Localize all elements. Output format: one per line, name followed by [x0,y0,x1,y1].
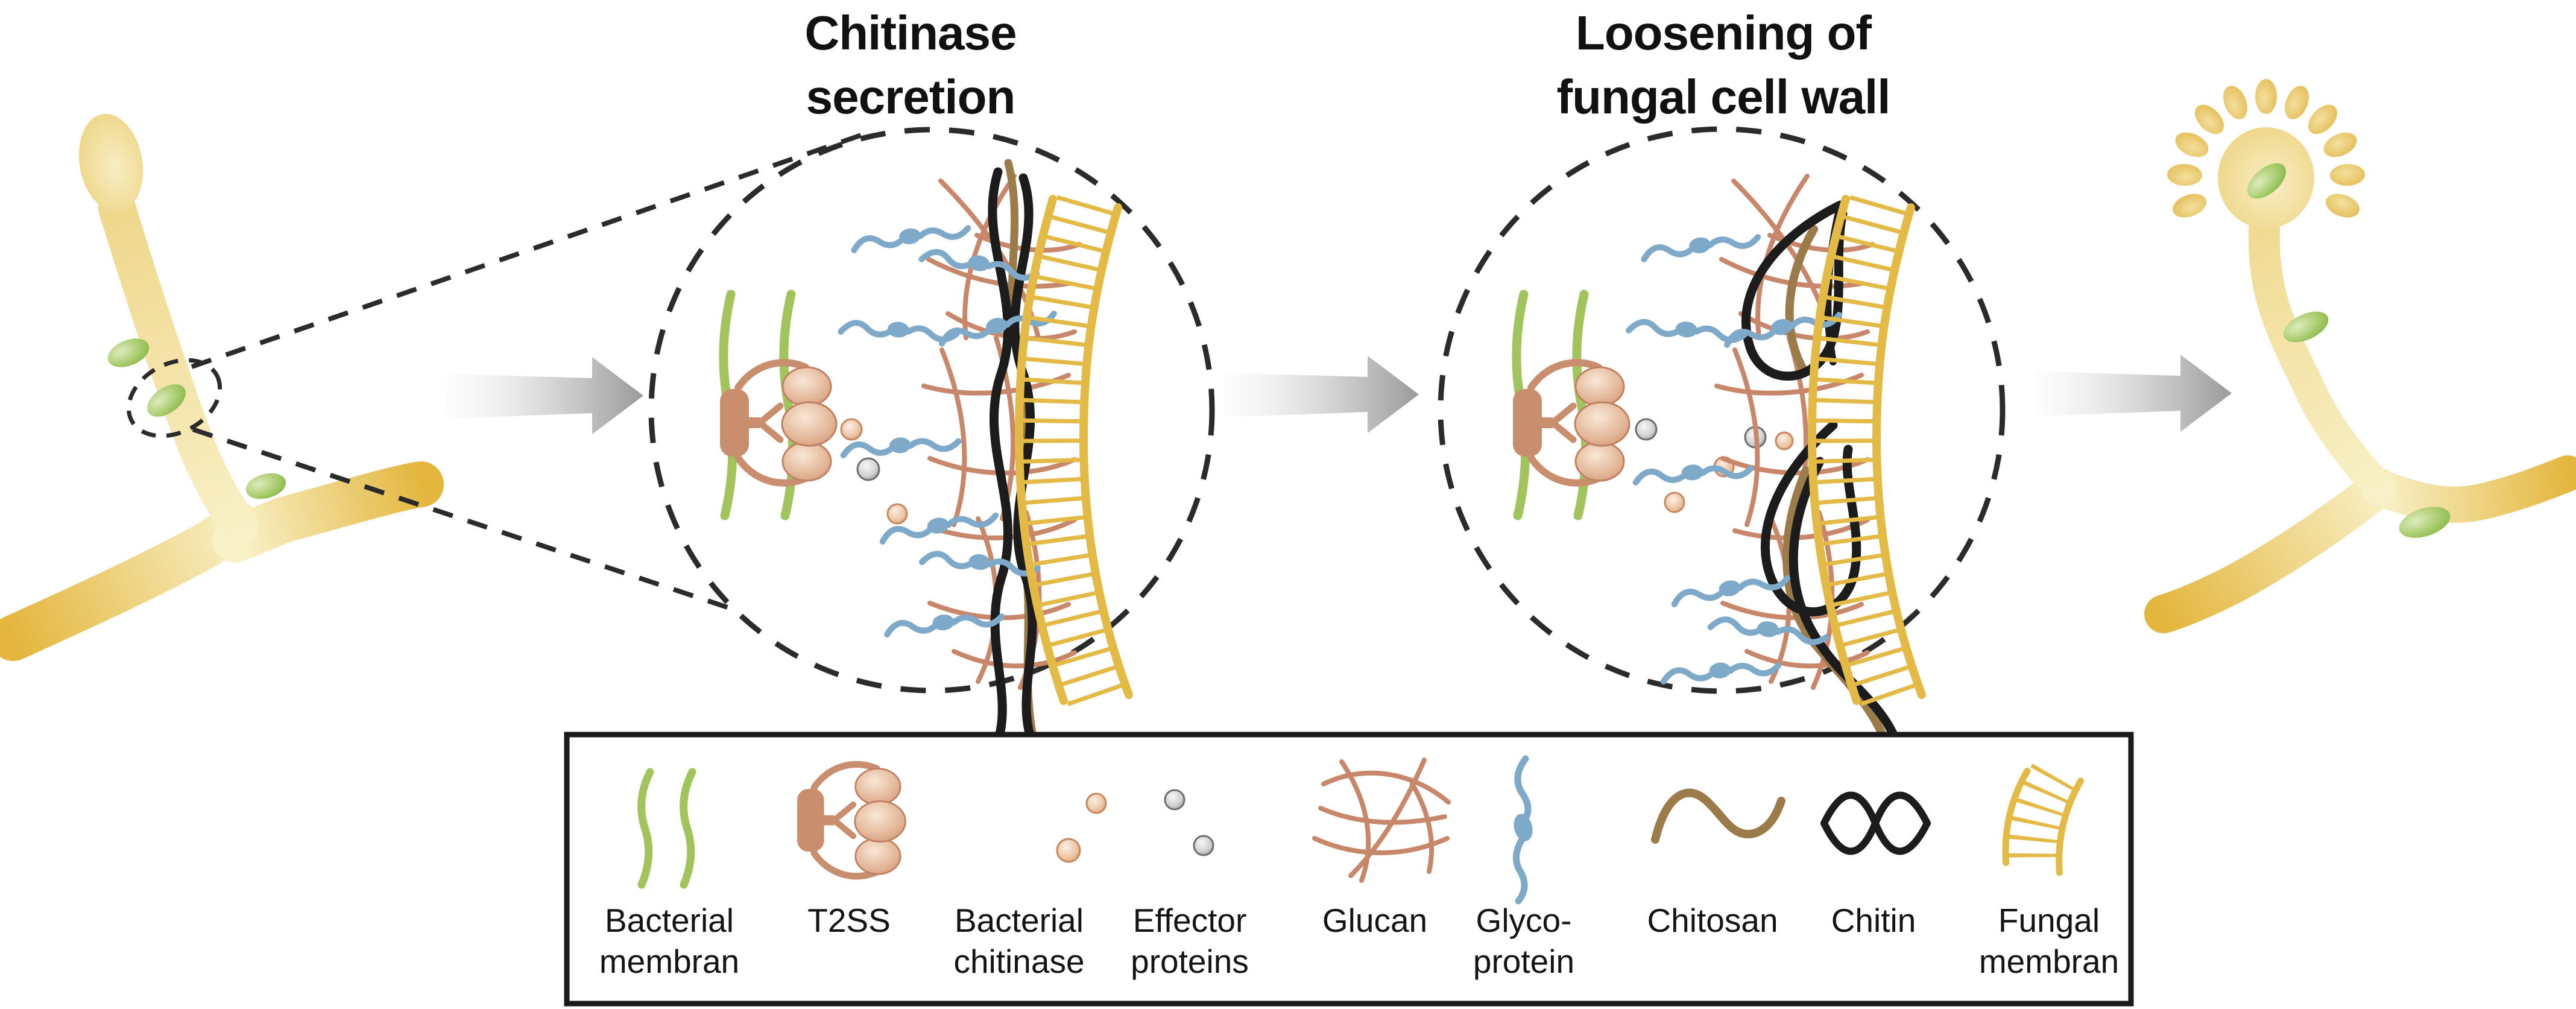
legend-label-chitosan: Chitosan [1647,902,1778,939]
step-title-wall-loosening: Loosening of fungal cell wall [1470,1,1977,129]
effector-proteins-icon [1164,789,1214,856]
glucan-icon [1312,758,1451,883]
fungal-hypha-right [2144,79,2576,633]
bacterial-chitinase-dot [840,418,863,441]
chitosan-icon [1651,788,1785,844]
legend-label-glycoprotein: Glyco-protein [1473,902,1575,980]
legend [564,732,2134,1007]
endobacterium [107,338,150,367]
bacterial-chitinase-dot [886,503,908,525]
flow-arrow-2 [1223,356,1419,433]
zoom-callout [126,130,894,665]
legend-label-glucan: Glucan [1322,902,1428,939]
step-title-chitinase-secretion: Chitinase secretion [699,1,1122,129]
endobacterium [147,384,186,417]
effector-protein-dot [856,457,880,481]
endobacterium [2283,311,2329,343]
endobacterium [245,473,286,499]
zoom-circle-wall-loosening [1438,126,2006,753]
zoom-cone-line-lower [192,427,894,665]
effector-protein-dot [1635,418,1658,441]
fungal-hypha-left [0,113,444,661]
step-title-line: secretion [806,70,1016,124]
chitin-strands [988,167,1037,748]
legend-label-chitin: Chitin [1831,902,1916,939]
step-title-line: fungal cell wall [1556,70,1890,124]
step-title-line: Loosening of [1575,6,1872,60]
legend-label-t2ss: T2SS [807,902,891,939]
step-title-line: Chitinase [804,6,1017,60]
zoom-circle-chitinase-secretion [648,127,1215,759]
bacterial-chitinase-dot [1775,431,1794,451]
endobacterium [2247,163,2287,199]
flow-arrow-1 [447,357,643,434]
fungal-membrane-icon [2002,764,2084,876]
zoom-source-ellipse [126,358,223,438]
spore-crown [2167,79,2365,218]
hypha-head-left [78,113,144,212]
glycoprotein-icon [1513,755,1533,905]
bacterial-membrane-icon [637,768,696,889]
chitin-icon [1820,791,1931,855]
endobacterium [2399,507,2451,538]
zoom-cone-line-upper [191,130,870,369]
bacterial-chitinase-dot [1664,492,1685,513]
bacterial-chitinase-icon [1056,792,1107,863]
flow-arrow-3 [2036,355,2232,432]
